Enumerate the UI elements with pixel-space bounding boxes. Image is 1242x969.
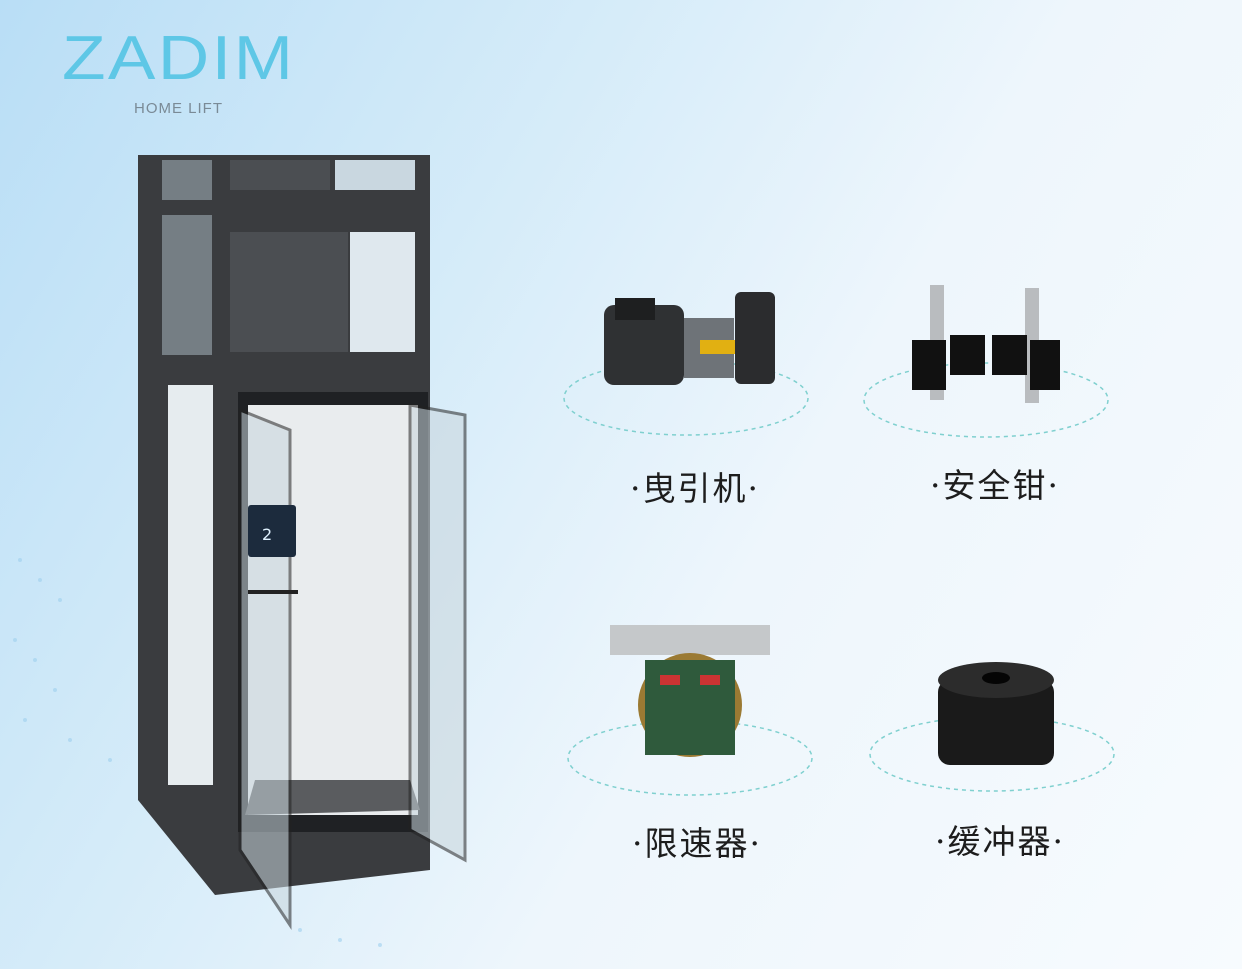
buffer-image xyxy=(938,662,1054,765)
brand-name: ZADIM xyxy=(62,24,296,93)
traction-machine-image xyxy=(604,292,775,385)
safety-gear-image xyxy=(912,285,1060,403)
platform-ring-2 xyxy=(863,362,1109,438)
dot-wave-decoration xyxy=(13,558,382,947)
brand-tagline: HOME LIFT xyxy=(134,100,224,117)
elevator-illustration: 2 xyxy=(138,155,467,930)
floor-display: 2 xyxy=(262,525,272,544)
speed-governor-image xyxy=(610,625,770,757)
component-label-safety-gear: ·安全钳· xyxy=(930,466,1060,505)
component-label-speed-governor: ·限速器· xyxy=(632,824,762,863)
component-label-traction-machine: ·曳引机· xyxy=(630,469,760,508)
brand-logo: ZADIM HOME LIFT xyxy=(62,28,302,118)
component-label-buffer: ·缓冲器· xyxy=(935,822,1065,861)
